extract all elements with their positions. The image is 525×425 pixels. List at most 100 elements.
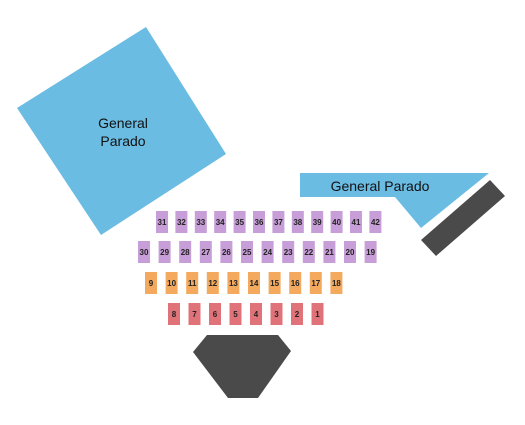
- seat-box-24[interactable]: [261, 241, 274, 263]
- seat-36[interactable]: 36: [253, 211, 265, 233]
- seat-17[interactable]: 17: [309, 272, 322, 294]
- seat-box-22[interactable]: [302, 241, 315, 263]
- seat-box-16[interactable]: [289, 272, 302, 294]
- seat-40[interactable]: 40: [330, 211, 343, 233]
- seat-label-25: 25: [243, 248, 252, 257]
- seat-8[interactable]: 8: [168, 303, 180, 325]
- seat-25[interactable]: 25: [241, 241, 253, 263]
- seat-20[interactable]: 20: [344, 241, 356, 263]
- seat-box-17[interactable]: [309, 272, 322, 294]
- seat-4[interactable]: 4: [250, 303, 262, 325]
- seat-41[interactable]: 41: [350, 211, 362, 233]
- seat-box-11[interactable]: [186, 272, 199, 294]
- seat-14[interactable]: 14: [248, 272, 260, 294]
- seat-box-39[interactable]: [311, 211, 324, 233]
- seat-box-18[interactable]: [330, 272, 343, 294]
- seat-29[interactable]: 29: [158, 241, 171, 263]
- general-area-right[interactable]: General Parado: [300, 173, 489, 228]
- seat-18[interactable]: 18: [330, 272, 343, 294]
- seat-16[interactable]: 16: [289, 272, 302, 294]
- seat-label-31: 31: [158, 218, 167, 227]
- seat-26[interactable]: 26: [220, 241, 233, 263]
- seat-10[interactable]: 10: [165, 272, 178, 294]
- seat-label-27: 27: [201, 248, 210, 257]
- seat-label-39: 39: [313, 218, 322, 227]
- seat-box-42[interactable]: [369, 211, 382, 233]
- seat-box-3[interactable]: [270, 303, 283, 325]
- seat-box-26[interactable]: [220, 241, 233, 263]
- seat-label-17: 17: [311, 279, 320, 288]
- seat-box-20[interactable]: [344, 241, 356, 263]
- seat-box-10[interactable]: [165, 272, 178, 294]
- seat-39[interactable]: 39: [311, 211, 324, 233]
- seat-box-13[interactable]: [227, 272, 240, 294]
- seat-box-9[interactable]: [145, 272, 157, 294]
- seat-box-28[interactable]: [179, 241, 192, 263]
- seat-3[interactable]: 3: [270, 303, 283, 325]
- seat-box-33[interactable]: [194, 211, 207, 233]
- seat-label-11: 11: [188, 279, 197, 288]
- seat-box-41[interactable]: [350, 211, 362, 233]
- seat-box-23[interactable]: [282, 241, 295, 263]
- seat-box-1[interactable]: [311, 303, 324, 325]
- seat-label-20: 20: [346, 248, 355, 257]
- seat-37[interactable]: 37: [272, 211, 285, 233]
- seat-31[interactable]: 31: [156, 211, 168, 233]
- seat-box-19[interactable]: [364, 241, 377, 263]
- seat-33[interactable]: 33: [194, 211, 207, 233]
- seat-19[interactable]: 19: [364, 241, 377, 263]
- seat-5[interactable]: 5: [229, 303, 242, 325]
- seat-34[interactable]: 34: [214, 211, 227, 233]
- seat-32[interactable]: 32: [175, 211, 188, 233]
- seat-box-5[interactable]: [229, 303, 242, 325]
- seat-30[interactable]: 30: [138, 241, 150, 263]
- seat-box-15[interactable]: [268, 272, 281, 294]
- seat-27[interactable]: 27: [199, 241, 212, 263]
- seat-box-40[interactable]: [330, 211, 343, 233]
- seat-13[interactable]: 13: [227, 272, 240, 294]
- seat-box-14[interactable]: [248, 272, 260, 294]
- seat-label-22: 22: [304, 248, 313, 257]
- seat-box-35[interactable]: [233, 211, 246, 233]
- seat-12[interactable]: 12: [206, 272, 219, 294]
- seat-box-25[interactable]: [241, 241, 253, 263]
- seat-23[interactable]: 23: [282, 241, 295, 263]
- seat-38[interactable]: 38: [291, 211, 304, 233]
- seat-1[interactable]: 1: [311, 303, 324, 325]
- general-area-right-shape[interactable]: [300, 173, 489, 228]
- general-area-left-shape[interactable]: [17, 27, 226, 235]
- seat-box-31[interactable]: [156, 211, 168, 233]
- seat-box-29[interactable]: [158, 241, 171, 263]
- seat-42[interactable]: 42: [369, 211, 382, 233]
- seat-7[interactable]: 7: [188, 303, 201, 325]
- seat-box-38[interactable]: [291, 211, 304, 233]
- seat-label-8: 8: [172, 310, 177, 319]
- seat-box-2[interactable]: [291, 303, 303, 325]
- seat-2[interactable]: 2: [291, 303, 303, 325]
- seat-box-36[interactable]: [253, 211, 265, 233]
- seat-box-34[interactable]: [214, 211, 227, 233]
- seat-6[interactable]: 6: [209, 303, 221, 325]
- general-area-left[interactable]: General Parado: [17, 27, 226, 235]
- general-area-right-label: General Parado: [331, 178, 430, 194]
- seat-box-4[interactable]: [250, 303, 262, 325]
- seat-box-21[interactable]: [323, 241, 336, 263]
- seat-21[interactable]: 21: [323, 241, 336, 263]
- seat-box-6[interactable]: [209, 303, 221, 325]
- seat-box-7[interactable]: [188, 303, 201, 325]
- seat-box-30[interactable]: [138, 241, 150, 263]
- seat-11[interactable]: 11: [186, 272, 199, 294]
- seat-box-32[interactable]: [175, 211, 188, 233]
- seat-label-35: 35: [235, 218, 244, 227]
- seat-24[interactable]: 24: [261, 241, 274, 263]
- seat-15[interactable]: 15: [268, 272, 281, 294]
- seat-28[interactable]: 28: [179, 241, 192, 263]
- seat-box-8[interactable]: [168, 303, 180, 325]
- seat-box-12[interactable]: [206, 272, 219, 294]
- seat-22[interactable]: 22: [302, 241, 315, 263]
- seat-label-42: 42: [371, 218, 380, 227]
- seat-box-37[interactable]: [272, 211, 285, 233]
- seat-35[interactable]: 35: [233, 211, 246, 233]
- seat-box-27[interactable]: [199, 241, 212, 263]
- seat-9[interactable]: 9: [145, 272, 157, 294]
